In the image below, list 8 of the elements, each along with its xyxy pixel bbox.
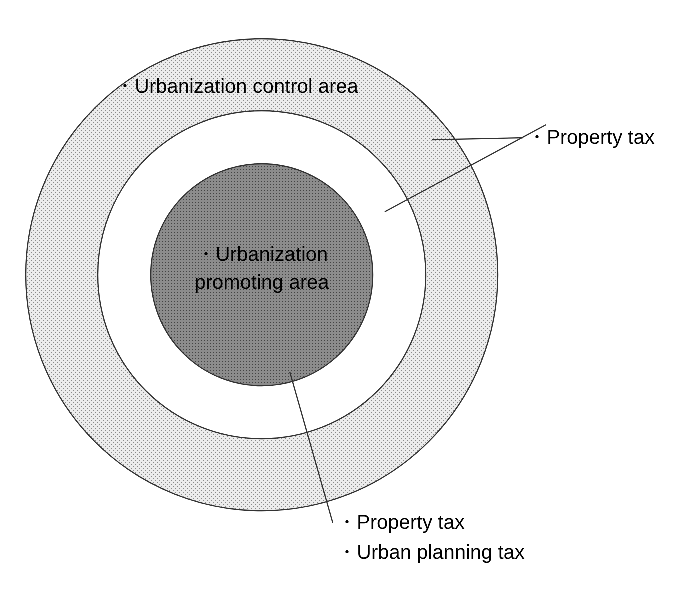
leader-line <box>432 137 524 141</box>
tax-label: ・Property tax <box>337 511 465 536</box>
leader-line <box>384 124 546 213</box>
tax-label: ・Urban planning tax <box>337 541 525 566</box>
zone-label: ・Urbanization promoting area <box>194 243 330 296</box>
leader-line <box>289 372 334 524</box>
tax-label: ・Property tax <box>527 126 655 151</box>
zone-label: ・Urbanization control area <box>115 75 358 100</box>
